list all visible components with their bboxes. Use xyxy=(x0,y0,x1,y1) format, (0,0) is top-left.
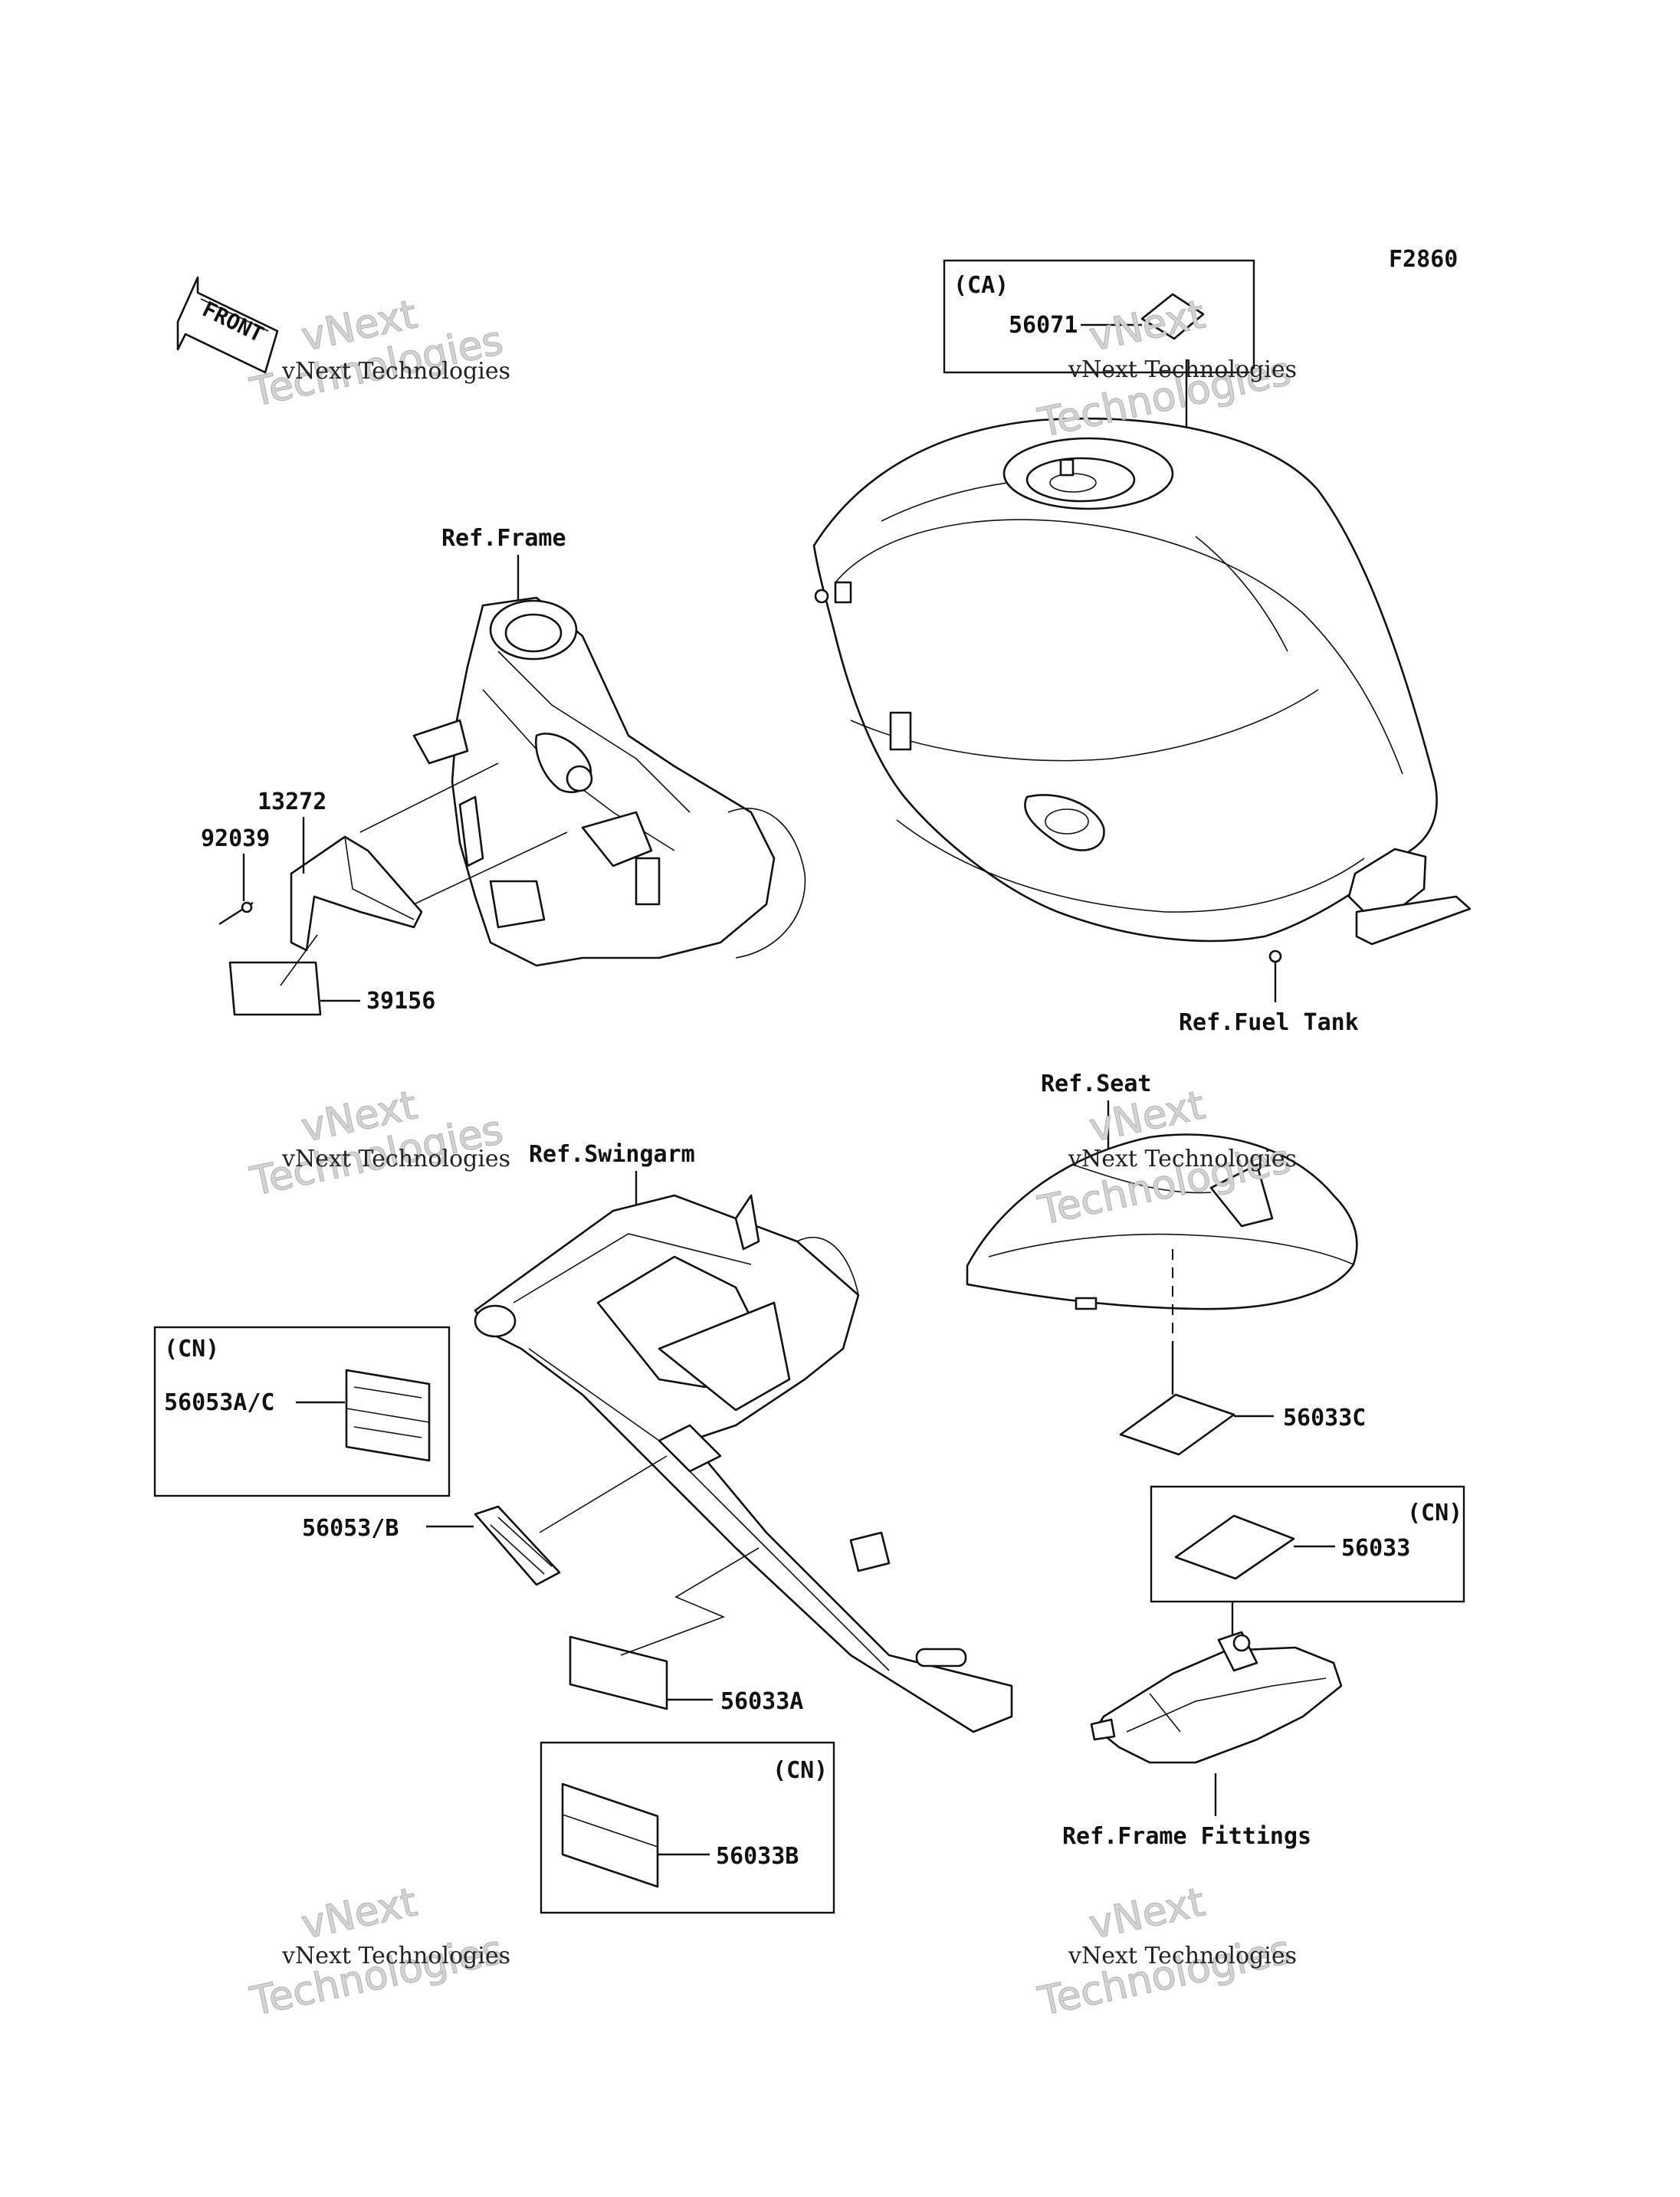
ref-swingarm-label: Ref.Swingarm xyxy=(529,1141,695,1168)
watermark-mid-left: Technologies vNext vNext Technologies xyxy=(246,1082,510,1206)
leader-13272-frame xyxy=(359,762,499,833)
part-56033b-sticker xyxy=(561,1782,659,1888)
svg-text:vNext Technologies: vNext Technologies xyxy=(281,358,510,385)
cn-right-box: (CN) 56033 xyxy=(1150,1485,1465,1603)
leader-56053b-part xyxy=(539,1455,668,1533)
part-39156-sticker xyxy=(228,961,322,1016)
ca-box-label: (CA) xyxy=(953,272,1009,299)
part-56033c-sticker xyxy=(1119,1393,1235,1456)
seat-drawing xyxy=(966,1133,1358,1310)
ref-frame-fittings-label: Ref.Frame Fittings xyxy=(1062,1823,1311,1850)
cn-left-box: (CN) 56053A/C xyxy=(153,1326,451,1497)
swingarm-drawing xyxy=(474,1194,1013,1733)
part-92039-label: 92039 xyxy=(201,825,270,852)
svg-text:vNext: vNext xyxy=(297,1879,421,1948)
watermark-bottom-left: Technologies vNext vNext Technologies xyxy=(246,1879,510,2026)
svg-text:vNext Technologies: vNext Technologies xyxy=(281,1943,510,1969)
front-arrow-icon: FRONT xyxy=(176,276,279,374)
svg-text:vNext: vNext xyxy=(1085,291,1209,360)
svg-text:Technologies: Technologies xyxy=(246,1927,507,2025)
part-56053b-label: 56053/B xyxy=(302,1515,399,1542)
cn-left-box-label: (CN) xyxy=(164,1336,219,1362)
leader-13272-frame-2 xyxy=(413,831,568,905)
part-13272-label: 13272 xyxy=(258,789,326,815)
frame-drawing xyxy=(412,596,806,967)
figure-code: F2860 xyxy=(1389,246,1458,273)
watermark-mid-right: Technologies vNext vNext Technologies xyxy=(1034,1082,1297,1235)
part-56071-label: 56071 xyxy=(1009,312,1078,339)
frame-fittings-drawing xyxy=(1090,1631,1343,1764)
part-56033-sticker xyxy=(1174,1514,1295,1580)
cn-bottom-box: (CN) 56033B xyxy=(540,1741,835,1914)
leader-39156-part xyxy=(280,934,318,986)
watermark-bottom-right: Technologies vNext vNext Technologies xyxy=(1034,1879,1297,2026)
svg-text:Technologies: Technologies xyxy=(1034,1927,1294,2025)
svg-text:vNext Technologies: vNext Technologies xyxy=(1068,1146,1297,1172)
part-56053b-sticker xyxy=(474,1505,561,1586)
part-56033-label: 56033 xyxy=(1341,1535,1410,1562)
watermark-top-left: Technologies vNext vNext Technologies xyxy=(246,291,510,417)
svg-text:vNext Technologies: vNext Technologies xyxy=(281,1146,510,1172)
svg-text:vNext Technologies: vNext Technologies xyxy=(1068,356,1297,383)
ca-box: (CA) 56071 xyxy=(943,259,1255,374)
leader-56033a-part xyxy=(620,1547,760,1656)
part-56033a-label: 56033A xyxy=(720,1688,803,1715)
cn-bottom-box-label: (CN) xyxy=(773,1757,828,1784)
part-56033a-sticker xyxy=(569,1635,668,1710)
part-56033c-label: 56033C xyxy=(1283,1405,1366,1431)
part-56033b-label: 56033B xyxy=(716,1843,799,1870)
cn-right-box-label: (CN) xyxy=(1407,1500,1462,1526)
part-56053ac-label: 56053A/C xyxy=(164,1389,275,1416)
ref-frame-label: Ref.Frame xyxy=(441,525,566,552)
ref-fuel-tank-label: Ref.Fuel Tank xyxy=(1179,1009,1359,1036)
part-92039-rivet xyxy=(218,901,254,926)
ref-seat-label: Ref.Seat xyxy=(1041,1071,1152,1097)
part-39156-label: 39156 xyxy=(366,988,435,1015)
part-13272-bracket xyxy=(290,835,423,952)
svg-text:vNext Technologies: vNext Technologies xyxy=(1068,1943,1297,1969)
fuel-tank-drawing xyxy=(812,417,1472,963)
svg-text:vNext: vNext xyxy=(1085,1879,1209,1948)
